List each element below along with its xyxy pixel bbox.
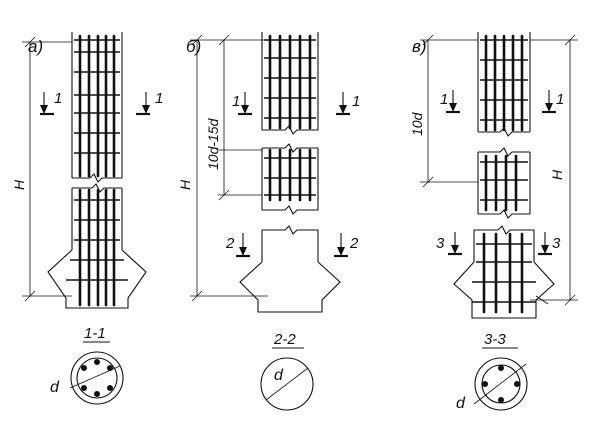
variant-c-section-title: 3-3 (484, 331, 506, 348)
variant-b-section-mark-top-right: 1 (352, 93, 360, 110)
variant-a-section-mark-left: 1 (54, 90, 62, 107)
variant-c-section-marks-bottom: 3 3 (436, 232, 561, 256)
variant-a-section-marks: 1 1 (40, 90, 163, 116)
variant-a-diameter-label: d (50, 379, 60, 396)
variant-c-section-marks-top: 1 1 (440, 90, 564, 114)
variant-b-section-mark-bottom-left: 2 (225, 235, 235, 252)
variant-c-pile-middle (477, 147, 531, 219)
variant-b-height-dimension: H (177, 34, 268, 302)
variant-b-label: б) (186, 37, 201, 56)
variant-c-pile-lower (453, 225, 555, 319)
variant-a-cross-section: 1-1 d (50, 325, 124, 405)
variant-a-section-mark-right: 1 (155, 90, 163, 107)
variant-b-cross-section: 2-2 d (260, 331, 314, 411)
variant-a-height-dimension: H (11, 36, 72, 302)
variant-c-section-mark-bottom-left: 3 (436, 235, 445, 252)
variant-c-height-dimension: H (530, 34, 578, 306)
variant-b-section-mark-bottom-right: 2 (349, 235, 359, 252)
variant-b-height-label: H (177, 179, 193, 190)
variant-c: в) 10d H (409, 32, 578, 412)
variant-c-section-mark-bottom-right: 3 (552, 235, 561, 252)
variant-c-section-mark-top-right: 1 (556, 91, 564, 108)
variant-c-height-label: H (549, 169, 565, 180)
variant-c-cross-section: 3-3 d (456, 331, 528, 412)
variant-b-pile-upper (261, 32, 319, 135)
variant-b-diameter-label: d (274, 367, 284, 384)
variant-a-height-label: H (11, 179, 27, 190)
variant-b-section-mark-top-left: 1 (232, 93, 240, 110)
variant-c-length-label: 10d (409, 111, 425, 136)
variant-b-section-marks-bottom: 2 2 (225, 233, 359, 258)
variant-a-pile-lower (47, 183, 147, 309)
variant-c-diameter-label: d (456, 395, 466, 412)
variant-b-length-label: 10d-15d (205, 117, 221, 170)
variant-b: б) H 10d-15d (177, 32, 360, 411)
variant-c-length-dimension: 10d (409, 34, 478, 188)
variant-b-section-title: 2-2 (273, 331, 296, 348)
variant-a: а) H (11, 32, 163, 405)
variant-b-length-dimension: 10d-15d (205, 34, 262, 201)
variant-c-label: в) (412, 37, 427, 56)
variant-b-section-marks-top: 1 1 (232, 92, 360, 116)
variant-a-pile-upper (71, 32, 123, 183)
variant-b-pile-middle (261, 143, 319, 215)
variant-a-section-title: 1-1 (84, 325, 106, 342)
variant-c-section-mark-top-left: 1 (440, 91, 448, 108)
variant-c-pile-upper (477, 32, 531, 137)
variant-b-pile-lower (239, 225, 341, 313)
